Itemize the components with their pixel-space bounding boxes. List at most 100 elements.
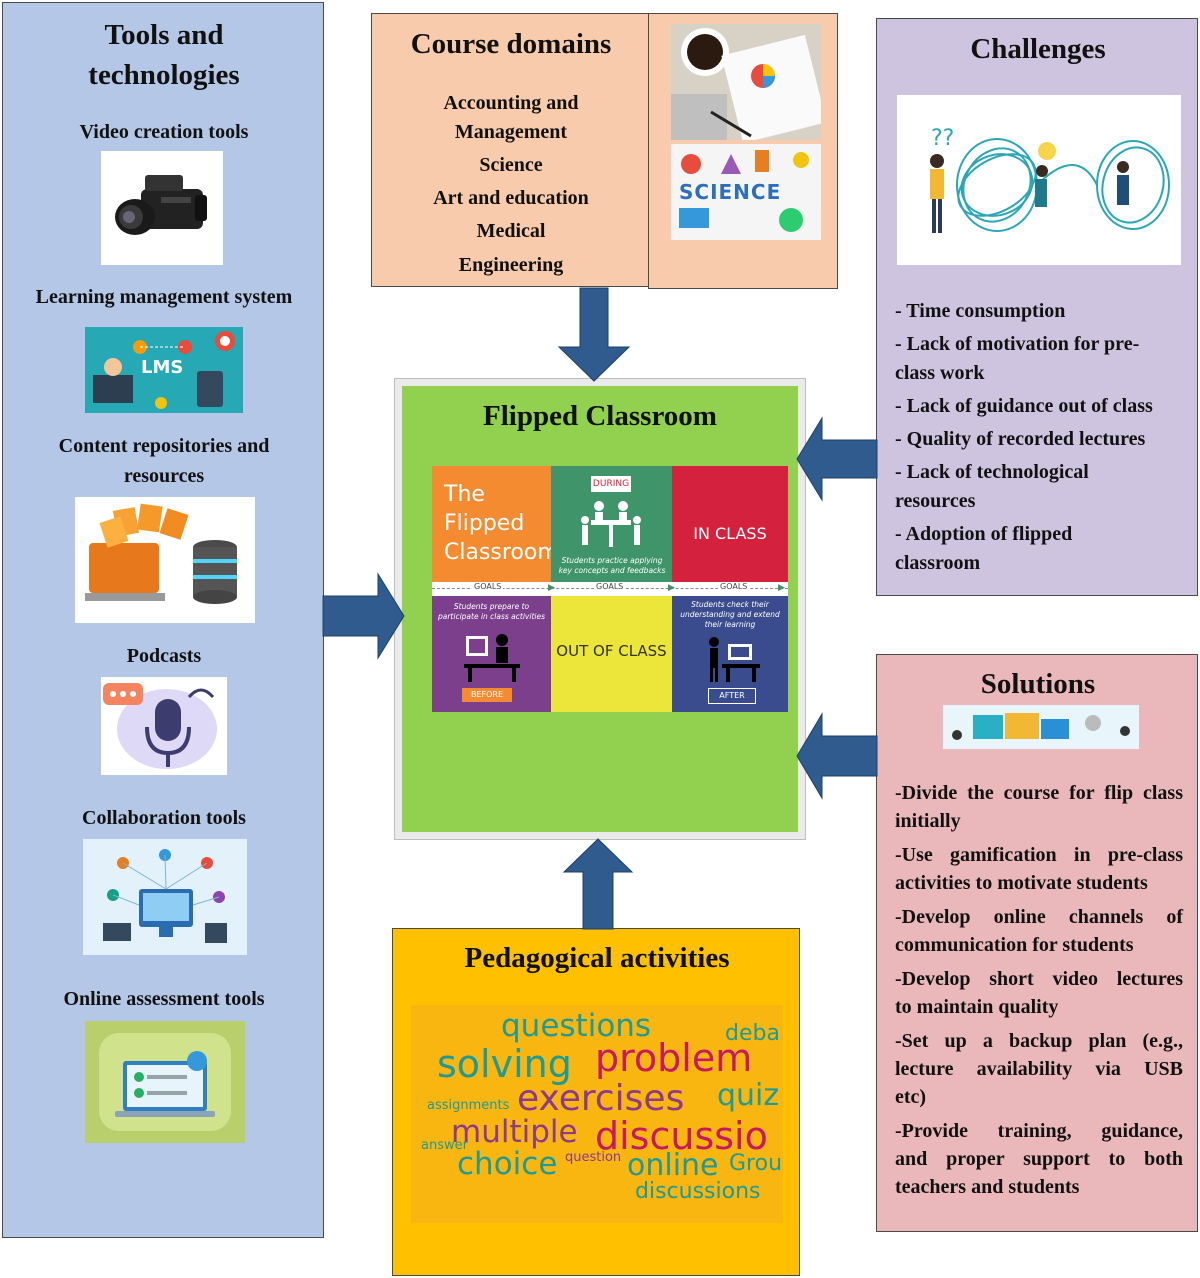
tool-label-content-line1: Content repositories and (58, 435, 270, 457)
tool-label-assessment: Online assessment tools (63, 988, 265, 1010)
challenge-line: classroom (895, 552, 981, 574)
arrow-left-icon (796, 416, 878, 502)
after-caption: Students check their understanding and e… (680, 600, 780, 629)
in-class-cell: IN CLASS (672, 466, 788, 582)
tools-title-line2: technologies (88, 59, 240, 91)
word-cloud-word: discussio (595, 1114, 768, 1158)
domain-item: Art and education (433, 187, 589, 209)
tool-label-podcasts: Podcasts (126, 645, 202, 667)
arrow-right-icon (322, 572, 405, 660)
goals-label: GOALS (594, 582, 626, 591)
microphone-icon (101, 677, 227, 775)
challenges-title: Challenges (970, 33, 1106, 65)
tool-label-video: Video creation tools (79, 121, 249, 143)
word-cloud-word: online (627, 1148, 719, 1183)
solution-line: teachers and students (895, 1176, 1080, 1198)
solution-line: to maintain quality (895, 996, 1059, 1018)
word-cloud-word: quiz (717, 1078, 780, 1113)
lms-icon: LMS (85, 327, 243, 413)
word-cloud-word: answer (421, 1138, 468, 1153)
solution-item: -Set up a backup plan (e.g., lecture avai… (895, 1027, 1183, 1111)
tool-label-collaboration: Collaboration tools (82, 807, 246, 829)
solution-item: -Provide training, guidance,and proper s… (895, 1117, 1183, 1201)
pedagogical-activities-title: Pedagogical activities (464, 942, 730, 974)
arrow-right-icon: ▶ (668, 583, 675, 593)
flipped-heading-line: Flipped (444, 511, 525, 536)
solution-line: and proper support to both (895, 1148, 1183, 1170)
solution-line: -Develop online channels of (895, 906, 1183, 928)
tools-title-line1: Tools and (104, 19, 224, 51)
solutions-title: Solutions (980, 668, 1096, 700)
arrow-right-icon: ▶ (778, 583, 785, 593)
course-images-panel: SCIENCE (648, 13, 838, 289)
word-cloud-word: discussions (635, 1179, 761, 1204)
student-laptop-icon (464, 634, 520, 682)
challenge-line: resources (895, 490, 976, 512)
challenge-item: - Time consumption (895, 297, 1191, 326)
goals-label: GOALS (472, 582, 504, 591)
challenges-panel: Challenges ?? - Time consumption - Lack … (876, 18, 1198, 596)
solution-line: activities to motivate students (895, 872, 1148, 894)
accounting-image (671, 24, 821, 140)
svg-text:??: ?? (931, 126, 954, 151)
during-tag: DURING (591, 476, 631, 492)
out-of-class-cell: OUT OF CLASS (551, 596, 672, 712)
solution-item: -Use gamification in pre-class activities… (895, 841, 1183, 897)
solution-line: initially (895, 810, 961, 832)
flipped-classroom-title: Flipped Classroom (483, 400, 717, 432)
domain-item: Medical (476, 220, 546, 242)
tangled-thread-image: ?? (897, 95, 1181, 265)
solution-line: -Use gamification in pre-class (895, 844, 1183, 866)
laptop-check-icon (85, 1021, 245, 1143)
word-cloud-word: multiple (451, 1114, 578, 1150)
challenge-line: - Lack of motivation for pre- (895, 333, 1140, 355)
challenge-line: - Quality of recorded lectures (895, 428, 1146, 450)
challenge-item: - Lack of technological resources (895, 458, 1191, 516)
tools-title: Tools and technologies (3, 15, 325, 95)
after-tag: AFTER (708, 688, 756, 704)
challenge-line: - Lack of guidance out of class (895, 395, 1153, 417)
word-cloud-word: Grou (729, 1151, 783, 1176)
flipped-heading-cell: The Flipped Classroom (432, 466, 551, 582)
domain-item: Engineering (458, 254, 564, 276)
solution-line: communication for students (895, 934, 1134, 956)
flipped-heading: The Flipped Classroom (444, 480, 551, 567)
arrow-up-icon (562, 838, 634, 930)
goals-strip: GOALS GOALS GOALS ▶ ▶ ▶ (432, 582, 788, 596)
challenge-line: class work (895, 362, 985, 384)
course-domains-title: Course domains (410, 28, 612, 60)
student-desk-icon (709, 637, 760, 682)
science-image-text: SCIENCE (679, 180, 782, 204)
before-cell: Students prepare to participate in class… (432, 596, 551, 712)
during-cell: DURING Students practice applying key co… (551, 466, 672, 582)
goals-label: GOALS (718, 582, 750, 591)
puzzle-image (943, 705, 1139, 749)
domain-item: Accounting and (443, 92, 579, 114)
video-camera-icon (101, 151, 223, 265)
solution-line: etc) (895, 1086, 927, 1108)
challenge-line: - Time consumption (895, 300, 1066, 322)
flipped-heading-line: The (444, 482, 485, 507)
tool-label-content-line2: resources (123, 465, 205, 487)
word-cloud-word: problem (595, 1036, 753, 1080)
database-icon (75, 497, 255, 623)
challenge-item: - Lack of motivation for pre-class work (895, 330, 1191, 388)
challenge-line: - Lack of technological (895, 461, 1089, 483)
solution-line: lecture availability via USB (895, 1058, 1183, 1080)
flipped-classroom-panel: Flipped Classroom The Flipped Classroom … (402, 386, 798, 832)
solutions-panel: Solutions -Divide the course for flip cl… (876, 654, 1198, 1232)
tool-label-lms: Learning management system (35, 286, 293, 308)
tool-label-content: Content repositories and resources (3, 431, 325, 491)
domain-item: Science (479, 154, 543, 176)
solution-item: -Develop short video lectures to maintain… (895, 965, 1183, 1021)
pedagogical-activities-panel: Pedagogical activities questions deba so… (392, 928, 800, 1276)
flipped-classroom-frame: Flipped Classroom The Flipped Classroom … (394, 378, 806, 840)
solution-line: -Develop short video lectures (895, 968, 1183, 990)
word-cloud-word: questions (501, 1008, 652, 1044)
meeting-table-icon (581, 501, 641, 547)
arrow-down-icon (557, 287, 631, 382)
in-class-label: IN CLASS (693, 524, 767, 543)
solution-line: -Set up a backup plan (e.g., (895, 1030, 1183, 1052)
flipped-classroom-infographic: The Flipped Classroom DURING Students pr… (432, 466, 788, 712)
